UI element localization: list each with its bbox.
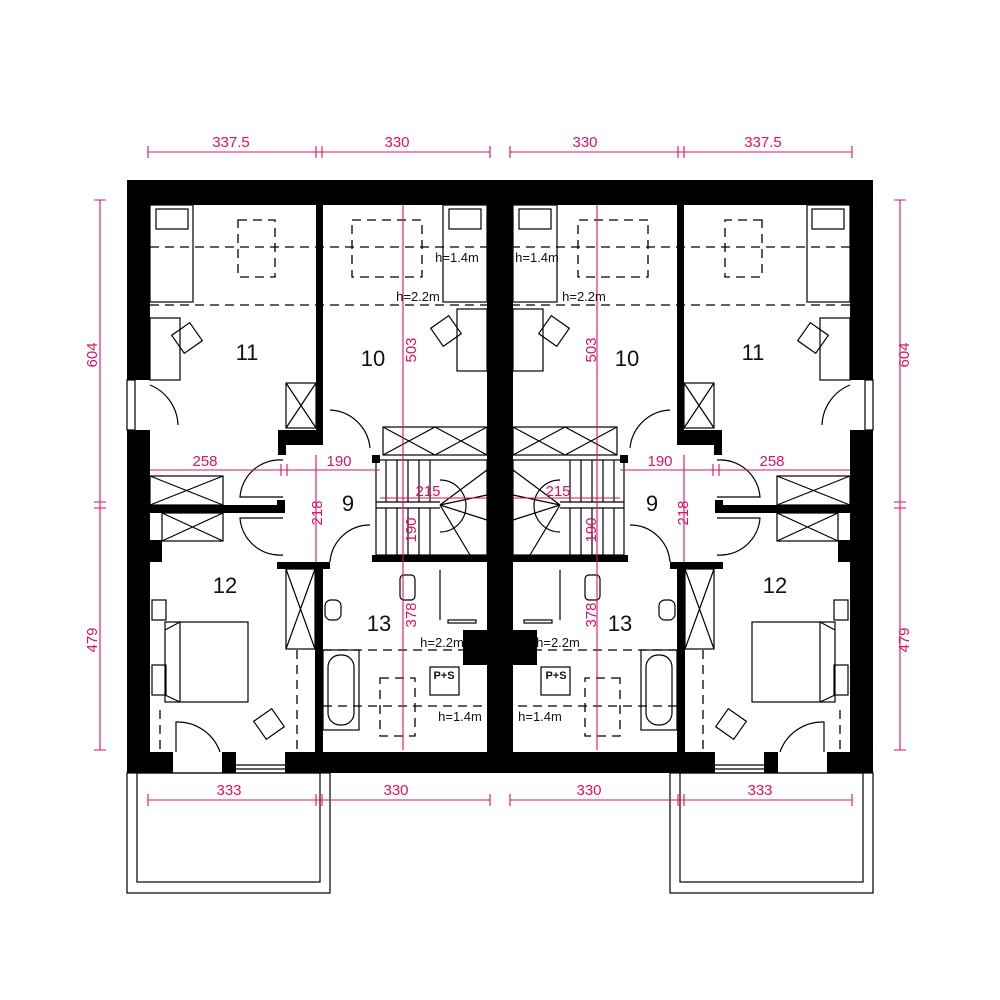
height-label: h=2.2m xyxy=(536,635,580,650)
dim-bath-left: 378 xyxy=(403,602,420,627)
shaft-label: P+S xyxy=(433,670,454,682)
dim-bottom-2: 330 xyxy=(383,782,408,799)
dim-stair-width-right: 215 xyxy=(545,483,570,500)
dim-stair-depth-left: 190 xyxy=(403,517,420,542)
room-11-right: 11 xyxy=(742,340,765,365)
dim-bottom-3: 330 xyxy=(576,782,601,799)
room-12-right: 12 xyxy=(763,573,787,598)
dim-corridor-a-right: 258 xyxy=(759,453,784,470)
dim-bottom-1: 333 xyxy=(216,782,241,799)
dim-right-2: 479 xyxy=(896,627,913,652)
dim-left-1: 604 xyxy=(84,342,101,367)
shaft-label: P+S xyxy=(545,670,566,682)
dim-top-1: 337.5 xyxy=(212,134,250,151)
dim-bath-right: 378 xyxy=(583,602,600,627)
height-label: h=2.2m xyxy=(562,289,606,304)
dim-top-3: 330 xyxy=(572,134,597,151)
room-9-right: 9 xyxy=(646,491,658,516)
dim-room10-right: 503 xyxy=(583,337,600,362)
room-9-left: 9 xyxy=(342,491,354,516)
dim-hall-right: 218 xyxy=(675,500,692,525)
left-unit-geometry xyxy=(126,179,503,894)
dim-corridor-b-right: 190 xyxy=(647,453,672,470)
dim-corridor-b-left: 190 xyxy=(326,453,351,470)
height-label: h=1.4m xyxy=(515,250,559,265)
room-12-left: 12 xyxy=(213,573,237,598)
dim-stair-width-left: 215 xyxy=(415,483,440,500)
dim-room10-left: 503 xyxy=(403,337,420,362)
height-label: h=2.2m xyxy=(396,289,440,304)
room-11-left: 11 xyxy=(236,340,259,365)
dim-corridor-a-left: 258 xyxy=(192,453,217,470)
height-label: h=1.4m xyxy=(435,250,479,265)
room-13-right: 13 xyxy=(608,611,632,636)
height-label: h=2.2m xyxy=(420,635,464,650)
height-label: h=1.4m xyxy=(518,709,562,724)
dim-bottom-4: 333 xyxy=(747,782,772,799)
dim-stair-depth-right: 190 xyxy=(583,517,600,542)
room-10-right: 10 xyxy=(615,346,639,371)
dim-top-4: 337.5 xyxy=(744,134,782,151)
room-10-left: 10 xyxy=(361,346,385,371)
room-13-left: 13 xyxy=(367,611,391,636)
dim-hall-left: 218 xyxy=(309,500,326,525)
dim-left-2: 479 xyxy=(84,627,101,652)
dim-right-1: 604 xyxy=(896,342,913,367)
right-unit-geometry xyxy=(497,179,874,894)
height-label: h=1.4m xyxy=(438,709,482,724)
dim-top-2: 330 xyxy=(384,134,409,151)
